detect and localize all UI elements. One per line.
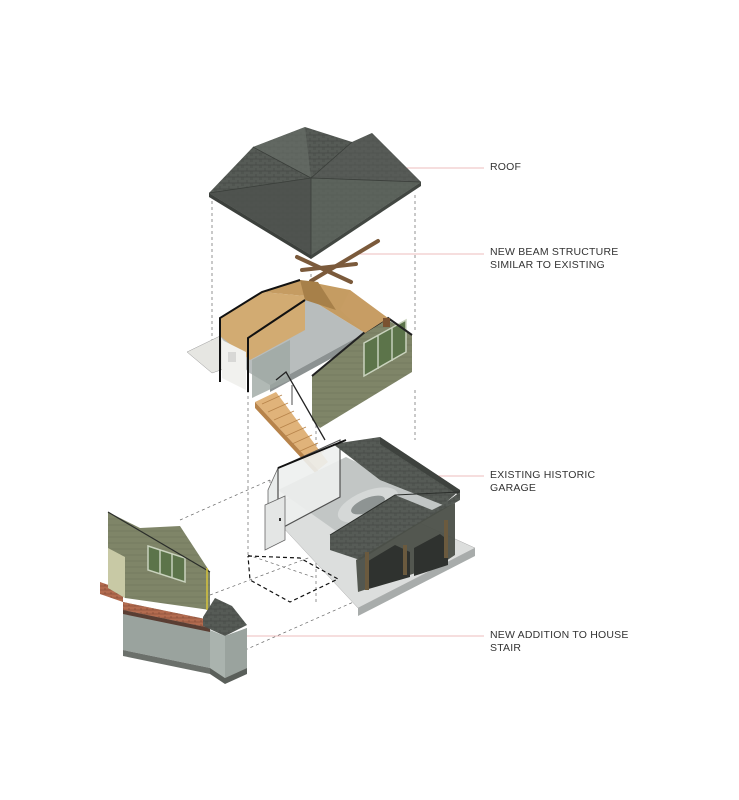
- addition-layer: [100, 511, 247, 684]
- beam-structure: [295, 239, 380, 284]
- label-beam-structure: NEW BEAM STRUCTURE SIMILAR TO EXISTING: [490, 246, 619, 271]
- upper-floor-layer: [186, 279, 413, 428]
- label-existing-garage: EXISTING HISTORIC GARAGE: [490, 469, 596, 494]
- label-new-addition: NEW ADDITION TO HOUSE STAIR: [490, 629, 629, 654]
- roof-layer: [208, 127, 422, 259]
- garage-layer: [264, 437, 476, 616]
- footprint-outline: [247, 555, 340, 603]
- label-roof: ROOF: [490, 161, 522, 173]
